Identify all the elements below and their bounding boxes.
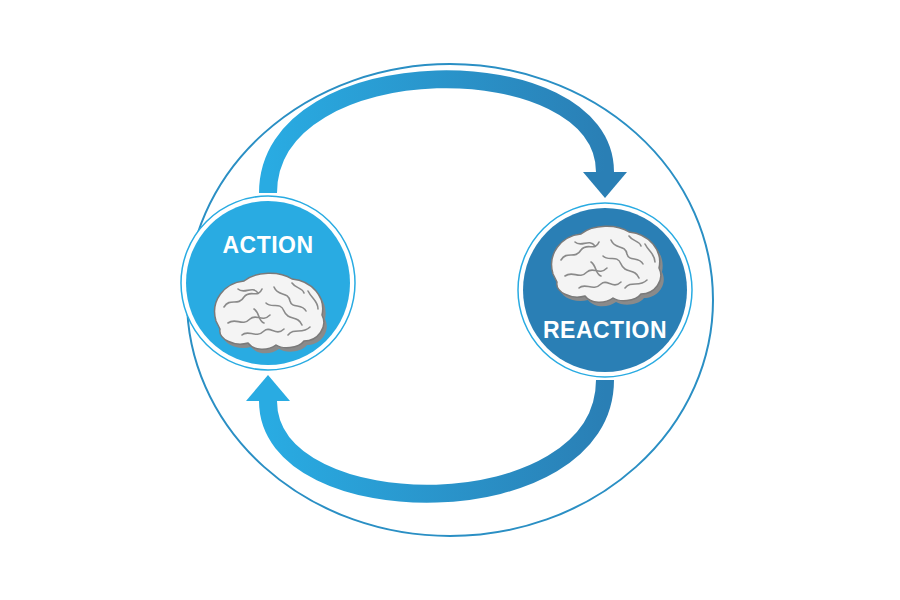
circle-node: REACTION — [517, 202, 693, 378]
node-label: ACTION — [180, 232, 356, 259]
circle-shape — [180, 195, 356, 371]
cycle-arrow — [268, 79, 627, 198]
node-label: REACTION — [517, 317, 693, 344]
brain-icon — [552, 226, 664, 306]
outer-ellipse — [187, 64, 713, 536]
cycle-arrow — [246, 375, 605, 494]
circle-node: ACTION — [180, 195, 356, 371]
circle-shape — [517, 202, 693, 378]
brain-icon — [215, 273, 327, 353]
